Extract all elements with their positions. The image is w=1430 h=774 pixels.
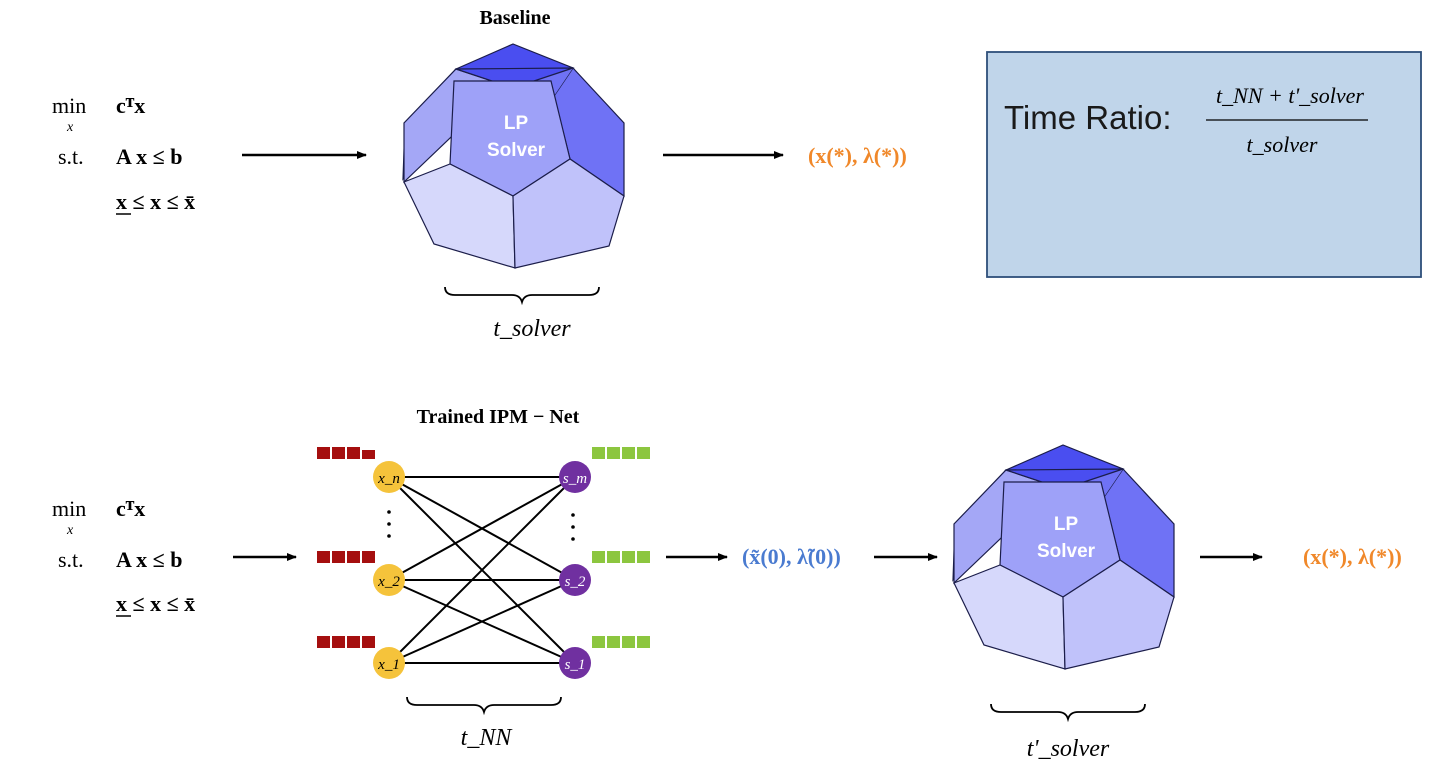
ipm-final-output: (x(*), λ(*)) [1303, 544, 1402, 569]
ipm-lp-solver-polyhedron: LP Solver [952, 444, 1175, 670]
constraint-inequality: A x ≤ b [116, 144, 182, 169]
time-ratio-denominator: t_solver [1247, 132, 1318, 157]
network-edges [388, 476, 576, 664]
min-label: min [52, 496, 86, 521]
network-time-label: t_NN [461, 725, 514, 751]
solver-label-line1: LP [504, 113, 529, 134]
solver-label-line1: LP [1054, 514, 1079, 535]
network-time-brace [406, 696, 562, 716]
right-node-s1: s_1 [559, 647, 591, 679]
solver-label-line2: Solver [1037, 541, 1096, 562]
left-feature-bars [317, 447, 375, 648]
svg-text:x_1: x_1 [377, 657, 400, 673]
baseline-title: Baseline [479, 7, 550, 29]
right-ellipsis [571, 513, 575, 541]
min-var: x [66, 120, 74, 135]
baseline-lp-problem: min x cᵀx s.t. A x ≤ b x ≤ x ≤ x̄ [52, 93, 195, 215]
ipm-title: Trained IPM − Net [417, 406, 580, 428]
right-node-s2: s_2 [559, 564, 591, 596]
time-ratio-box [986, 51, 1422, 278]
baseline-lp-solver-polyhedron: LP Solver [402, 43, 625, 269]
solver-label-line2: Solver [487, 140, 546, 161]
left-ellipsis [387, 510, 391, 538]
left-node-xn: x_n [373, 461, 405, 493]
st-label: s.t. [58, 547, 84, 572]
st-label: s.t. [58, 144, 84, 169]
baseline-output: (x(*), λ(*)) [808, 143, 907, 168]
svg-text:x_n: x_n [377, 471, 400, 487]
warm-start-output: (x̃(0), λ̃(0)) [742, 544, 841, 569]
objective: cᵀx [116, 93, 145, 118]
ipm-lp-problem: min x cᵀx s.t. A x ≤ b x ≤ x ≤ x̄ [52, 496, 195, 617]
solver2-time-label: t'_solver [1027, 736, 1110, 762]
constraint-bounds: x ≤ x ≤ x̄ [116, 189, 195, 214]
svg-text:s_m: s_m [563, 471, 587, 487]
constraint-inequality: A x ≤ b [116, 547, 182, 572]
solver-time-brace [444, 286, 600, 306]
left-node-x1: x_1 [373, 647, 405, 679]
right-node-sm: s_m [559, 461, 591, 493]
left-node-x2: x_2 [373, 564, 405, 596]
svg-text:s_2: s_2 [565, 574, 586, 590]
min-label: min [52, 93, 86, 118]
right-feature-bars [592, 447, 650, 648]
svg-text:x_2: x_2 [377, 574, 400, 590]
svg-text:s_1: s_1 [565, 657, 586, 673]
min-var: x [66, 523, 74, 538]
objective: cᵀx [116, 496, 145, 521]
solver2-time-brace [990, 703, 1146, 723]
time-ratio-label: Time Ratio: [1004, 99, 1171, 136]
time-ratio-numerator: t_NN + t'_solver [1216, 83, 1364, 108]
baseline-time-label: t_solver [493, 316, 571, 342]
constraint-bounds: x ≤ x ≤ x̄ [116, 591, 195, 616]
